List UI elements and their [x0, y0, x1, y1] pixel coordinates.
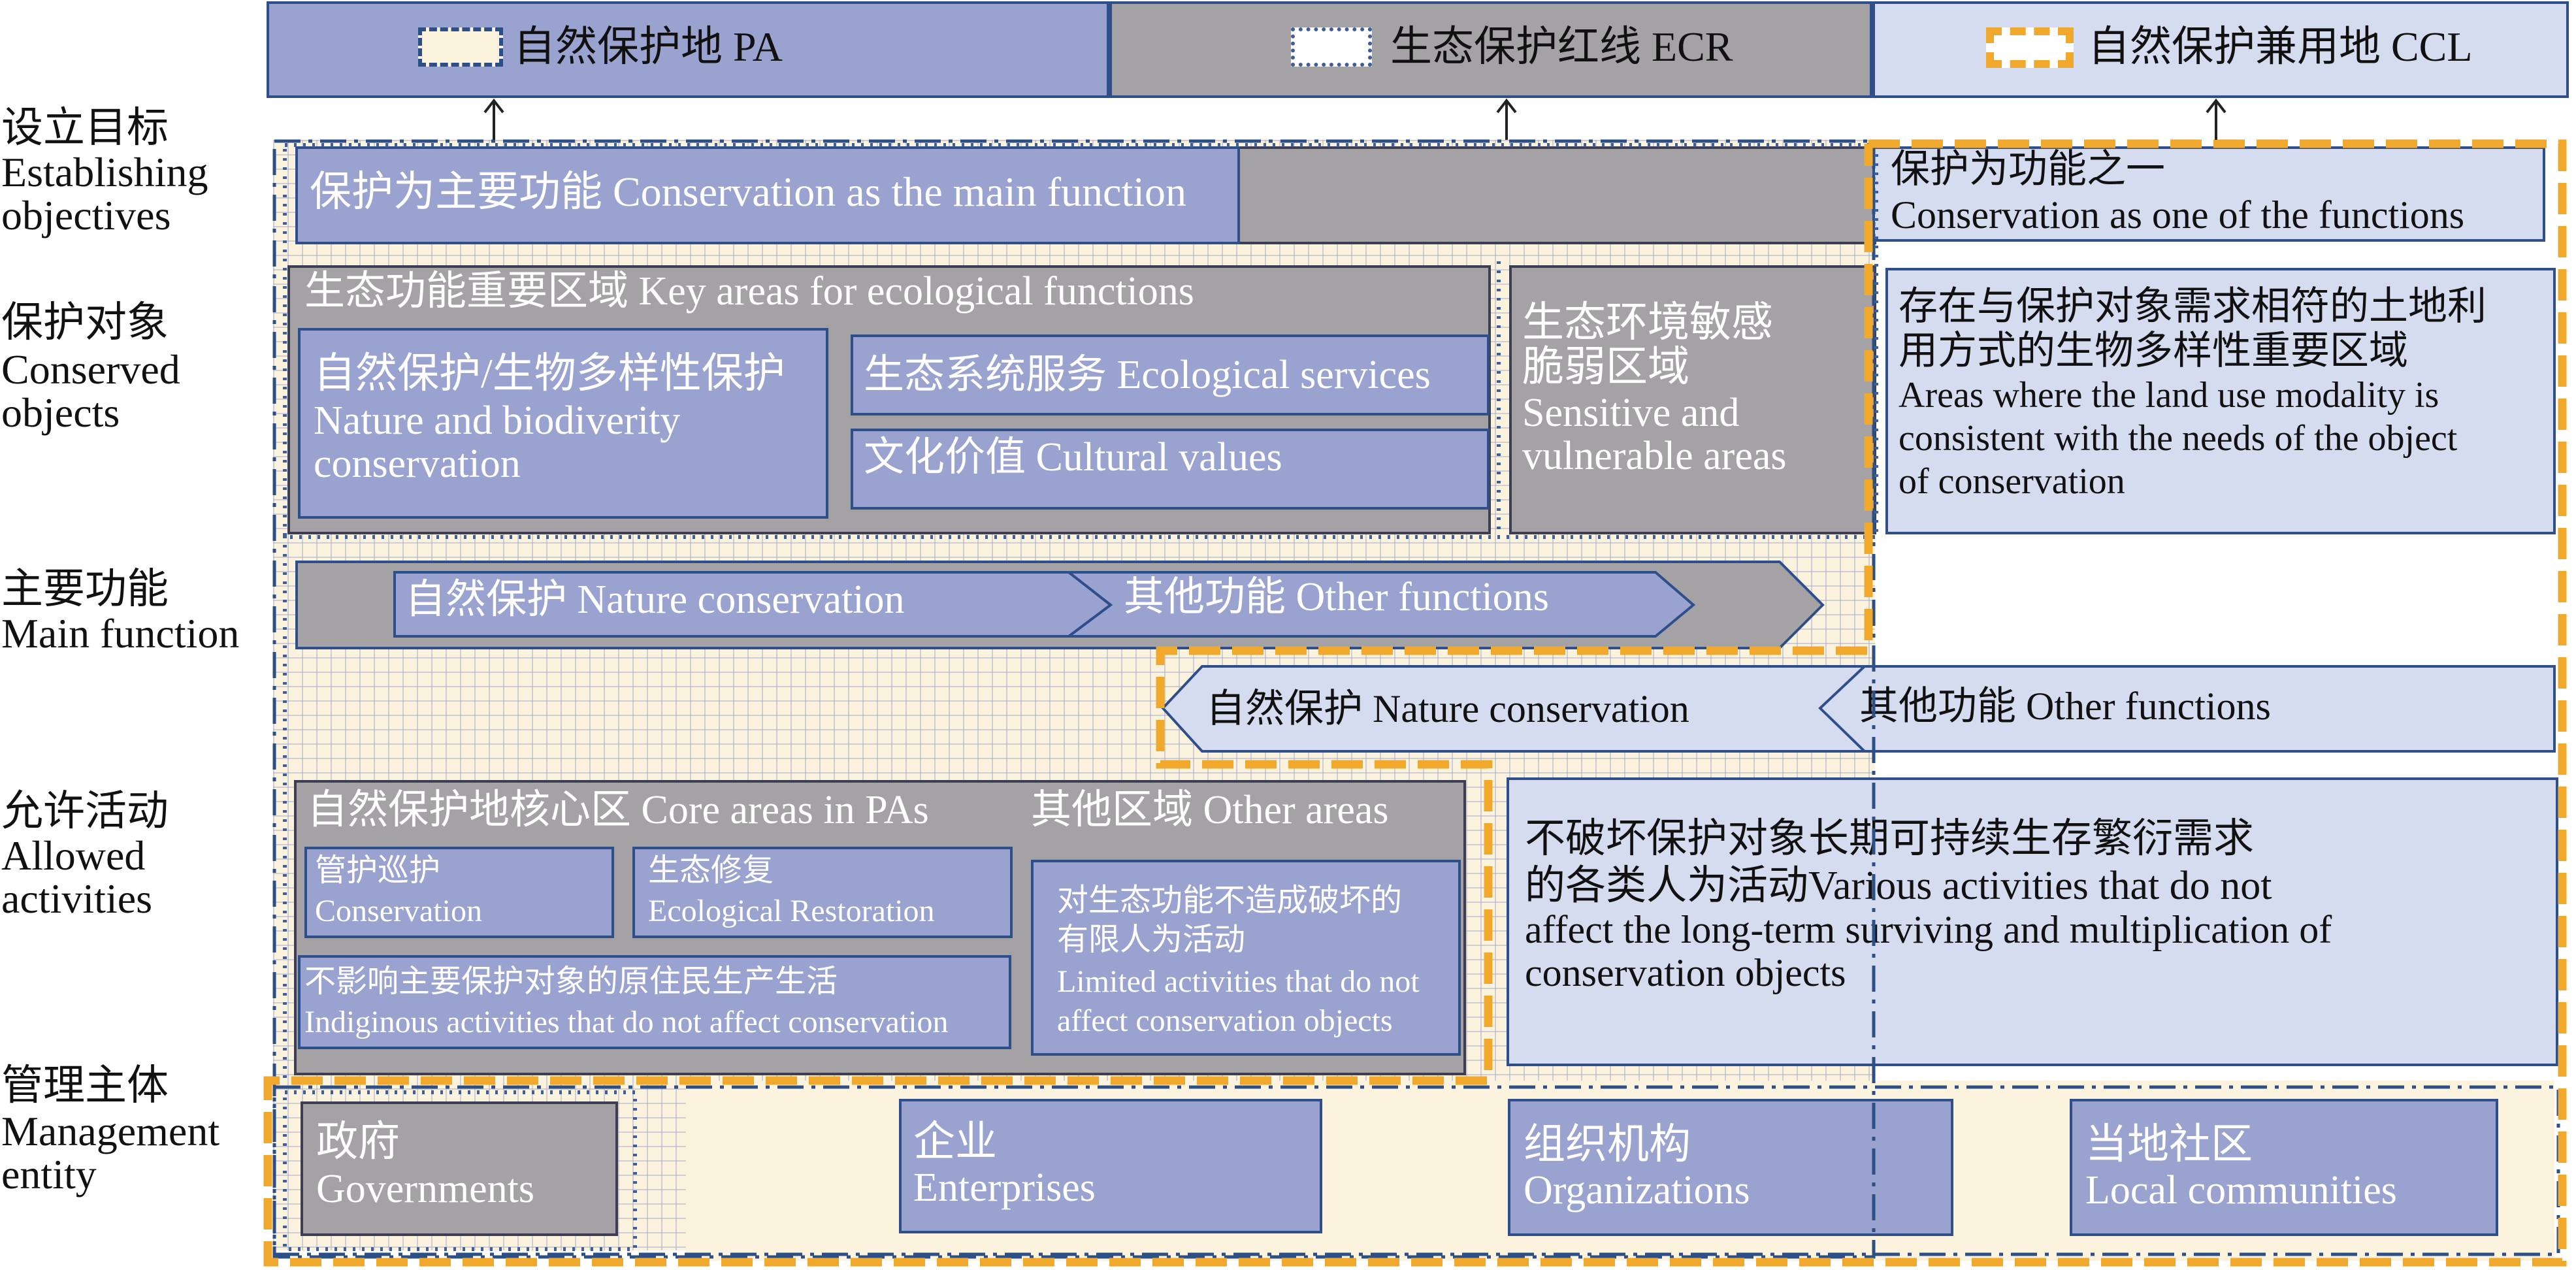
cultural-values-label: 文化价值 Cultural values: [864, 435, 1282, 480]
header-ecr-label: 生态保护红线 ECR: [1390, 24, 1733, 70]
pa-outline: [272, 139, 1876, 1259]
header-pa: [267, 1, 1109, 98]
objectives-ccl-en: Conservation as one of the functions: [1891, 193, 2465, 236]
indigenous-zh: 不影响主要保护对象的原住民生产生活: [304, 964, 838, 999]
patrol-box: [304, 847, 614, 938]
ccl-other-label: 其他功能 Other functions: [1859, 685, 2271, 728]
lane-objects-en1: Conserved: [1, 346, 180, 393]
organizations-zh: 组织机构: [1524, 1121, 1691, 1167]
organizations-en: Organizations: [1524, 1168, 1750, 1213]
ccl-objects-box: [1885, 268, 2556, 534]
ccl-activities-en2: affect the long-term surviving and multi…: [1525, 908, 2332, 951]
header-arrows: [483, 98, 2226, 140]
lane-objectives-en1: Establishing: [1, 149, 208, 195]
restoration-zh: 生态修复: [648, 853, 774, 888]
lane-objects-en2: objects: [1, 389, 120, 436]
limited-zh2: 有限人为活动: [1057, 922, 1246, 957]
lane-activities-en1: Allowed: [1, 832, 146, 879]
ccl-activities-box: [1507, 777, 2558, 1066]
governments-box: [301, 1101, 618, 1236]
ccl-objects-en1: Areas where the land use modality is: [1899, 375, 2439, 415]
lane-objects-zh: 保护对象: [1, 299, 169, 346]
ecr-outline-top: [283, 143, 1878, 539]
pa-other-label: 其他功能 Other functions: [1124, 575, 1549, 619]
eco-services-box: [851, 334, 1490, 415]
governments-en: Governments: [316, 1167, 535, 1211]
header-ccl-label: 自然保护兼用地 CCL: [2088, 24, 2473, 70]
ecr-outline-management: [283, 1090, 637, 1251]
pa-other-arrow: [1065, 571, 1696, 638]
lane-objectives-en2: objectives: [1, 192, 171, 238]
ccl-outline-upper: [263, 139, 2567, 1267]
header-ecr: [1109, 1, 1872, 98]
ccl-objects-en2: consistent with the needs of the object: [1899, 418, 2458, 459]
ccl-activities-zh1: 不破坏保护对象长期可持续生存繁衍需求: [1525, 817, 2255, 861]
nature-biodiversity-zh: 自然保护/生物多样性保护: [314, 350, 785, 397]
ccl-legend-swatch: [1986, 27, 2074, 68]
patrol-zh: 管护巡护: [315, 853, 441, 888]
other-areas-label: 其他区域 Other areas: [1031, 788, 1389, 832]
core-areas-label: 自然保护地核心区 Core areas in PAs: [307, 788, 929, 832]
ccl-objects-zh2: 用方式的生物多样性重要区域: [1899, 329, 2408, 372]
objectives-ccl-zh: 保护为功能之一: [1891, 148, 2165, 191]
key-areas-label: 生态功能重要区域 Key areas for ecological functi…: [304, 269, 1194, 314]
ccl-activities-mix: 的各类人为活动Various activities that do not: [1525, 864, 2272, 908]
communities-en: Local communities: [2085, 1168, 2397, 1213]
cultural-values-box: [851, 429, 1490, 510]
ccl-function-divider: [1818, 665, 1866, 753]
limited-en2: affect conservation objects: [1057, 1003, 1393, 1038]
header-pa-label: 自然保护地 PA: [514, 24, 783, 70]
ccl-objects-zh1: 存在与保护对象需求相符的土地利: [1899, 285, 2486, 328]
limited-en1: Limited activities that do not: [1057, 964, 1420, 999]
governments-zh: 政府: [316, 1118, 400, 1165]
lane-objectives-zh: 设立目标: [1, 105, 169, 151]
ccl-activities-en3: conservation objects: [1525, 951, 1846, 994]
enterprises-zh: 企业: [913, 1118, 997, 1165]
ccl-function-arrow: [1161, 665, 2556, 753]
patrol-en: Conservation: [315, 894, 482, 928]
nature-biodiversity-box: [298, 328, 828, 519]
organizations-box: [1508, 1099, 1953, 1236]
limited-activities-box: [1031, 860, 1461, 1056]
lane-activities-en2: activities: [1, 875, 153, 922]
eco-services-label: 生态系统服务 Ecological services: [864, 353, 1431, 397]
pa-nature-label: 自然保护 Nature conservation: [405, 578, 905, 622]
objectives-ccl-box: [1872, 146, 2545, 242]
limited-zh1: 对生态功能不造成破坏的: [1057, 883, 1403, 918]
sensitive-areas-box: [1509, 265, 1876, 534]
communities-zh: 当地社区: [2085, 1121, 2253, 1167]
communities-box: [2070, 1099, 2498, 1236]
restoration-en: Ecological Restoration: [648, 894, 935, 928]
lane-function-zh: 主要功能: [1, 566, 169, 612]
nature-biodiversity-en2: conservation: [314, 442, 521, 486]
objectives-main-box: [295, 146, 1240, 244]
sensitive-zh2: 脆弱区域: [1522, 344, 1689, 390]
enterprises-box: [899, 1099, 1322, 1233]
lane-management-zh: 管理主体: [1, 1062, 169, 1109]
lane-function-en1: Main function: [1, 610, 240, 657]
indigenous-box: [298, 955, 1011, 1049]
lane-management-en1: Management: [1, 1108, 220, 1154]
pa-management-outline: [272, 1085, 2560, 1256]
enterprises-en: Enterprises: [913, 1165, 1096, 1210]
ecr-legend-swatch: [1291, 27, 1372, 67]
lane-activities-zh: 允许活动: [1, 788, 169, 834]
ccl-nature-label: 自然保护 Nature conservation: [1206, 687, 1689, 730]
sensitive-en1: Sensitive and: [1522, 391, 1740, 435]
restoration-box: [632, 847, 1013, 938]
nature-biodiversity-en1: Nature and biodiverity: [314, 399, 681, 443]
lane-management-en2: entity: [1, 1151, 97, 1197]
sensitive-zh1: 生态环境敏感: [1522, 299, 1773, 346]
ccl-objects-en3: of conservation: [1899, 461, 2125, 502]
objectives-main-label: 保护为主要功能 Conservation as the main functio…: [310, 169, 1187, 215]
sensitive-en2: vulnerable areas: [1522, 434, 1787, 478]
pa-legend-swatch: [418, 27, 503, 67]
header-ccl: [1872, 1, 2569, 98]
indigenous-en: Indiginous activities that do not affect…: [304, 1005, 949, 1039]
